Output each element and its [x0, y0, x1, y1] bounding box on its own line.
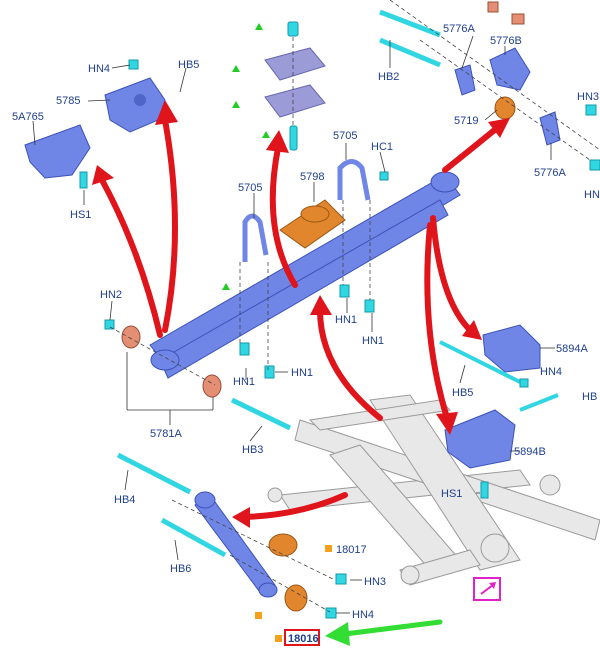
bracket-5894a	[482, 324, 541, 373]
label-hb5-right: HB5	[452, 387, 473, 399]
bushing-18016	[284, 584, 308, 612]
label-5894b: 5894B	[514, 446, 546, 458]
bushing-5719	[494, 96, 516, 120]
label-hn1-b: HN1	[291, 367, 313, 379]
bracket-5776a-top	[454, 64, 476, 96]
label-hs1-top: HS1	[70, 209, 91, 221]
label-hn1-d: HN1	[362, 335, 384, 347]
label-5776b: 5776B	[490, 35, 522, 47]
bolt-hb3	[230, 397, 292, 431]
label-hc1: HC1	[371, 141, 393, 153]
bolt-hb-right	[519, 393, 559, 412]
bolt-hb4	[116, 452, 192, 495]
label-18017: 18017	[336, 544, 367, 556]
label-5894a: 5894A	[556, 343, 588, 355]
label-5719: 5719	[454, 115, 478, 127]
label-5705-a: 5705	[238, 182, 262, 194]
rear-axle-frame	[267, 394, 600, 586]
label-5776a-bottom: 5776A	[534, 167, 566, 179]
u-bolt-left	[242, 213, 269, 262]
label-5798: 5798	[300, 171, 324, 183]
label-hb6: HB6	[170, 563, 191, 575]
highlight-box-18016	[284, 629, 320, 646]
u-bolt-right	[337, 159, 371, 201]
shock-absorber	[194, 491, 278, 598]
red-arrows	[92, 100, 510, 528]
label-hn1-a: HN1	[233, 376, 255, 388]
green-arrow	[325, 619, 443, 646]
bushings-5781a	[121, 325, 222, 398]
spacer-plates	[264, 21, 326, 151]
bushing-18017	[268, 533, 298, 557]
label-18016[interactable]: 18016	[288, 633, 319, 645]
label-hn4-top: HN4	[88, 63, 110, 75]
label-hb2: HB2	[378, 71, 399, 83]
label-hn1-c: HN1	[335, 314, 357, 326]
label-hn4-bottom: HN4	[352, 609, 374, 621]
label-hn4-right: HN4	[540, 366, 562, 378]
orange-square-markers	[255, 545, 332, 642]
bracket-5776b	[489, 47, 531, 91]
label-5705-b: 5705	[333, 130, 357, 142]
label-hn-right: HN	[584, 189, 600, 201]
label-hn3-right: HN3	[577, 91, 599, 103]
part-labels: HN4 HB5 5785 5A765 HS1 5705 5705 5798 HC…	[12, 23, 600, 645]
bracket-5894b	[444, 409, 516, 469]
label-5781a: 5781A	[150, 428, 182, 440]
label-hb-right: HB	[582, 391, 597, 403]
label-5785: 5785	[56, 95, 80, 107]
detail-view-icon[interactable]	[473, 577, 501, 601]
axle-seat-5798	[279, 199, 346, 249]
assembly-lines	[109, 0, 600, 613]
label-hn2: HN2	[100, 289, 122, 301]
leaf-spring	[149, 171, 461, 379]
label-hb4: HB4	[114, 494, 135, 506]
label-5a765: 5A765	[12, 111, 44, 123]
label-hn3-bottom: HN3	[364, 576, 386, 588]
label-hb3: HB3	[242, 444, 263, 456]
label-hs1-bottom: HS1	[441, 488, 462, 500]
bolt-hb6	[160, 517, 227, 558]
bracket-5776a-bottom	[539, 111, 561, 146]
bolt-hb5-right	[439, 340, 521, 384]
nuts	[79, 59, 600, 619]
label-hb5-top: HB5	[178, 59, 199, 71]
leader-lines	[32, 35, 555, 614]
bracket-5a765	[24, 124, 91, 179]
label-5776a-top: 5776A	[443, 23, 475, 35]
green-triangle-markers	[222, 23, 270, 290]
